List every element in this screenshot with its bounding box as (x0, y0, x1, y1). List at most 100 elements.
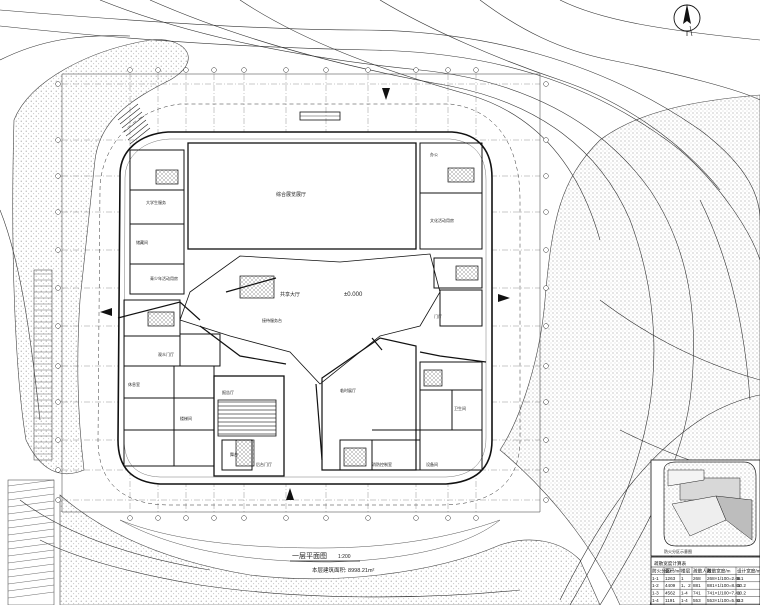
inset-title: 防火分区示意图 (664, 548, 692, 554)
parking-stall-line (7, 507, 55, 515)
axis-bubble-icon (211, 67, 217, 73)
room-label-temp-exhibit: 临时展厅 (340, 387, 356, 393)
room-label-reception: 接待服务台 (262, 317, 282, 323)
building-envelope (97, 103, 521, 506)
axis-bubble-icon (543, 247, 549, 253)
axis-bubble-icon (55, 173, 61, 179)
table-cell: 268 (693, 576, 701, 581)
room-labels: 综合展览展厅 办公 文化活动用房 大学生服务 青少年活动用房 储藏间 共享大厅 … (128, 151, 466, 467)
axis-bubble-icon (543, 323, 549, 329)
interior-walls (123, 142, 483, 477)
axis-bubble-icon (211, 515, 217, 521)
room-label-fire-control: 消防控制室 (372, 461, 392, 467)
axis-bubble-icon (283, 67, 289, 73)
axis-bubble-icon (55, 399, 61, 405)
axis-bubble-icon (543, 399, 549, 405)
room-label-youth: 青少年活动用房 (150, 275, 178, 281)
table-cell: 1-3 (652, 591, 659, 596)
axis-bubble-icon (55, 81, 61, 87)
axis-bubble-icon (365, 67, 371, 73)
entrance-arrows (100, 88, 510, 500)
area-note: 本层建筑面积: 8998.21m² (312, 566, 375, 574)
table-cell: 1263 (665, 576, 676, 581)
parking-stall-line (7, 563, 55, 571)
axis-bubble-icon (543, 467, 549, 473)
table-cell: 4409 (665, 583, 676, 588)
parking-stall-line (7, 479, 55, 487)
room-label-equipment: 设备间 (426, 461, 438, 467)
table-header-cell: 疏散人数 (693, 567, 712, 574)
parking-stall-lines (7, 273, 55, 599)
table-cell: 881 (693, 583, 701, 588)
parking-strip (7, 269, 55, 605)
table-cell: 6.3 (737, 598, 744, 603)
angled-walls (117, 277, 487, 461)
parking-stall-line (7, 549, 55, 557)
room-label-office: 办公 (430, 151, 438, 157)
parking-stall-line (7, 556, 55, 564)
axis-bubble-icon (323, 515, 329, 521)
parking-stall-line (7, 514, 55, 522)
table-title: 疏散宽度计算表 (654, 560, 687, 567)
axis-bubble-icon (543, 363, 549, 369)
room-label-atrium: 共享大厅 (280, 291, 300, 298)
axis-bubble-icon (283, 515, 289, 521)
table-cell: 1191 (665, 598, 675, 603)
table-cell: 1-4 (681, 598, 688, 603)
fire-zone-inset-map: 防火分区示意图 (650, 459, 760, 557)
axis-bubble-icon (241, 67, 247, 73)
axis-bubble-icon (543, 285, 549, 291)
axis-bubble-icon (127, 67, 133, 73)
axis-bubble-icon (543, 173, 549, 179)
table-cell: 1-4 (652, 598, 659, 603)
room-label-exhibition: 综合展览展厅 (276, 191, 306, 198)
axis-bubble-icon (543, 437, 549, 443)
parking-stall-line (7, 528, 55, 536)
table-cell: 553 (693, 598, 701, 603)
northwest-stair (117, 103, 151, 145)
elevation-mark: ±0.000 (344, 292, 363, 298)
table-cell: 268×1/100=2.68 (707, 576, 741, 581)
axis-bubble-icon (413, 67, 419, 73)
axis-bubble-icon (155, 67, 161, 73)
green-area-south (59, 494, 601, 605)
axis-bubble-icon (55, 209, 61, 215)
parking-stall-line (7, 542, 55, 550)
table-cell: 741 (693, 591, 701, 596)
table-cell: 741×1/100=7.41 (707, 591, 741, 596)
axis-bubble-icon (323, 67, 329, 73)
axis-bubble-icon (183, 67, 189, 73)
axis-bubble-icon (473, 515, 479, 521)
table-header-cell: 防火分区 (652, 567, 671, 574)
table-header-cell: 面积/m² (665, 567, 681, 574)
axis-bubble-icon (55, 285, 61, 291)
table-cell: 881×1/100=8.81 (707, 583, 741, 588)
axis-bubble-icon (365, 515, 371, 521)
axis-bubble-icon (543, 81, 549, 87)
parking-stall-line (7, 521, 55, 529)
axis-bubble-icon (183, 515, 189, 521)
table-cell: 4562 (665, 591, 676, 596)
table-cell: 1、2 (681, 583, 691, 588)
table-cell: 10.2 (737, 591, 746, 596)
room-label-toilet: 卫生间 (454, 405, 466, 411)
drawing-title: 一层平面图 1:200 本层建筑面积: 8998.21m² (290, 552, 375, 574)
table-cell: 1 (681, 576, 684, 581)
parking-stall-line (7, 500, 55, 508)
axis-bubble-icon (55, 323, 61, 329)
room-label-auditorium: 报告厅 (222, 389, 234, 395)
parking-stall-line (7, 577, 55, 585)
axis-bubble-icon (413, 515, 419, 521)
room-label-culture: 文化活动用房 (430, 217, 454, 223)
green-area-south-inner (119, 519, 501, 563)
table-cell: 1-4 (681, 591, 688, 596)
table-header-cell: 设计宽度/m (737, 567, 760, 574)
axis-bubble-icon (445, 515, 451, 521)
room-label-audience-foyer: 观众门厅 (158, 351, 174, 357)
axis-bubble-icon (55, 437, 61, 443)
room-label-stage: 舞台 (230, 451, 238, 457)
parking-stall-line (7, 493, 55, 501)
